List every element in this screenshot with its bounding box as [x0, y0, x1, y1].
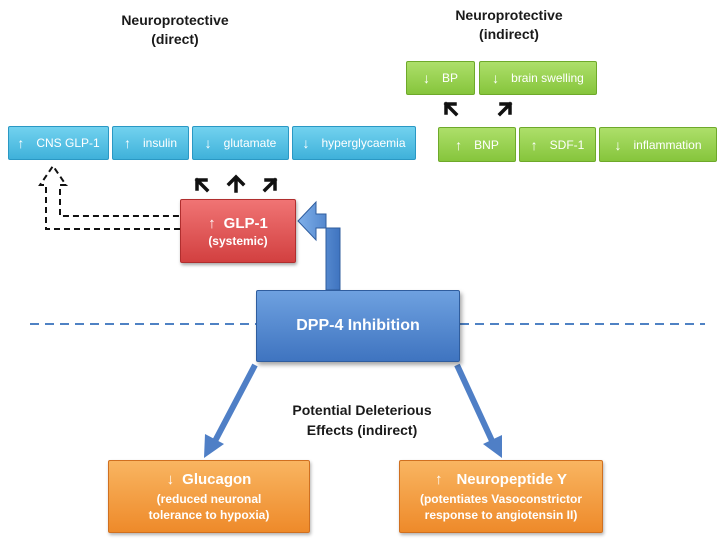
effect-label: BP	[441, 71, 458, 85]
effect-sdf1: ↑ SDF-1	[519, 127, 596, 162]
heading-neuroprotective-indirect: Neuroprotective (indirect)	[434, 6, 584, 44]
glucagon-label: Glucagon	[182, 470, 252, 488]
heading-deleterious-effects: Potential Deleterious Effects (indirect)	[262, 400, 462, 440]
npy-label: Neuropeptide Y	[456, 470, 568, 488]
npy-detail-line2: response to angiotensin II)	[424, 507, 578, 522]
glp1-up-arrows	[194, 174, 278, 193]
down-arrow-icon: ↓	[422, 70, 430, 86]
blue-arrow-to-glp1	[297, 200, 341, 291]
blue-arrow-to-glucagon	[204, 363, 258, 458]
effect-cns-glp1: ↑ CNS GLP-1	[8, 126, 109, 160]
glucagon-detail-line1: (reduced neuronal	[156, 491, 262, 506]
down-arrow-icon: ↓	[492, 70, 500, 86]
glucagon-title: ↓ Glucagon	[167, 471, 252, 488]
glucagon-box: ↓ Glucagon (reduced neuronal tolerance to…	[108, 460, 310, 533]
effect-glutamate: ↓ glutamate	[192, 126, 289, 160]
down-arrow-icon: ↓	[614, 136, 622, 153]
npy-title: ↑ Neuropeptide Y	[435, 471, 567, 488]
heading-direct-line1: Neuroprotective	[121, 12, 229, 28]
down-arrow-icon: ↓	[166, 470, 175, 488]
effect-label: SDF-1	[549, 137, 585, 152]
up-arrow-icon: ↑	[434, 470, 443, 488]
down-arrow-icon: ↓	[204, 135, 212, 151]
heading-neuroprotective-direct: Neuroprotective (direct)	[100, 11, 250, 49]
indirect-up-arrows	[443, 101, 513, 117]
heading-indirect-line1: Neuroprotective	[455, 7, 563, 23]
up-arrow-icon: ↑	[123, 135, 131, 151]
effect-label: insulin	[142, 136, 178, 150]
heading-indirect-line2: (indirect)	[479, 26, 539, 42]
blue-arrow-to-npy	[454, 363, 502, 458]
effect-bp: ↓ BP	[406, 61, 475, 95]
heading-deleterious-line2: Effects (indirect)	[306, 422, 418, 438]
effect-label: glutamate	[223, 136, 277, 150]
effect-brain-swelling: ↓ brain swelling	[479, 61, 597, 95]
effect-bnp: ↑ BNP	[438, 127, 516, 162]
glp1-systemic-box: ↑ GLP-1 (systemic)	[180, 199, 296, 263]
arrow-up-icon	[226, 174, 246, 193]
heading-direct-line2: (direct)	[151, 31, 199, 47]
effect-insulin: ↑ insulin	[112, 126, 189, 160]
glucagon-detail-line2: tolerance to hypoxia)	[148, 507, 270, 522]
down-arrow-icon: ↓	[302, 135, 310, 151]
effect-label: inflammation	[633, 137, 702, 152]
arrow-upleft-icon	[194, 177, 210, 193]
arrow-upleft-bp-icon	[443, 101, 459, 117]
up-arrow-icon: ↑	[455, 136, 463, 153]
glp1-label: GLP-1	[223, 214, 268, 232]
up-arrow-icon: ↑	[208, 214, 216, 232]
neuropeptide-y-box: ↑ Neuropeptide Y (potentiates Vasoconstri…	[399, 460, 603, 533]
npy-detail-line1: (potentiates Vasoconstrictor	[419, 491, 583, 506]
dpp4-inhibition-box: DPP-4 Inhibition	[256, 290, 460, 362]
up-arrow-icon: ↑	[530, 136, 538, 153]
dashed-arrow-cns	[38, 164, 180, 230]
effect-inflammation: ↓ inflammation	[599, 127, 717, 162]
heading-deleterious-line1: Potential Deleterious	[292, 402, 432, 418]
arrow-upright-swelling-icon	[497, 101, 513, 117]
glp1-sublabel: (systemic)	[208, 233, 268, 248]
up-arrow-icon: ↑	[17, 135, 25, 151]
effect-label: BNP	[474, 137, 499, 152]
glp1-title: ↑ GLP-1	[208, 215, 268, 232]
effect-label: hyperglycaemia	[321, 136, 406, 150]
effect-hyperglycaemia: ↓ hyperglycaemia	[292, 126, 416, 160]
arrow-upright-icon	[262, 177, 278, 193]
effect-label: brain swelling	[511, 71, 584, 85]
effect-label: CNS GLP-1	[36, 136, 100, 150]
dpp4-label: DPP-4 Inhibition	[296, 317, 420, 334]
